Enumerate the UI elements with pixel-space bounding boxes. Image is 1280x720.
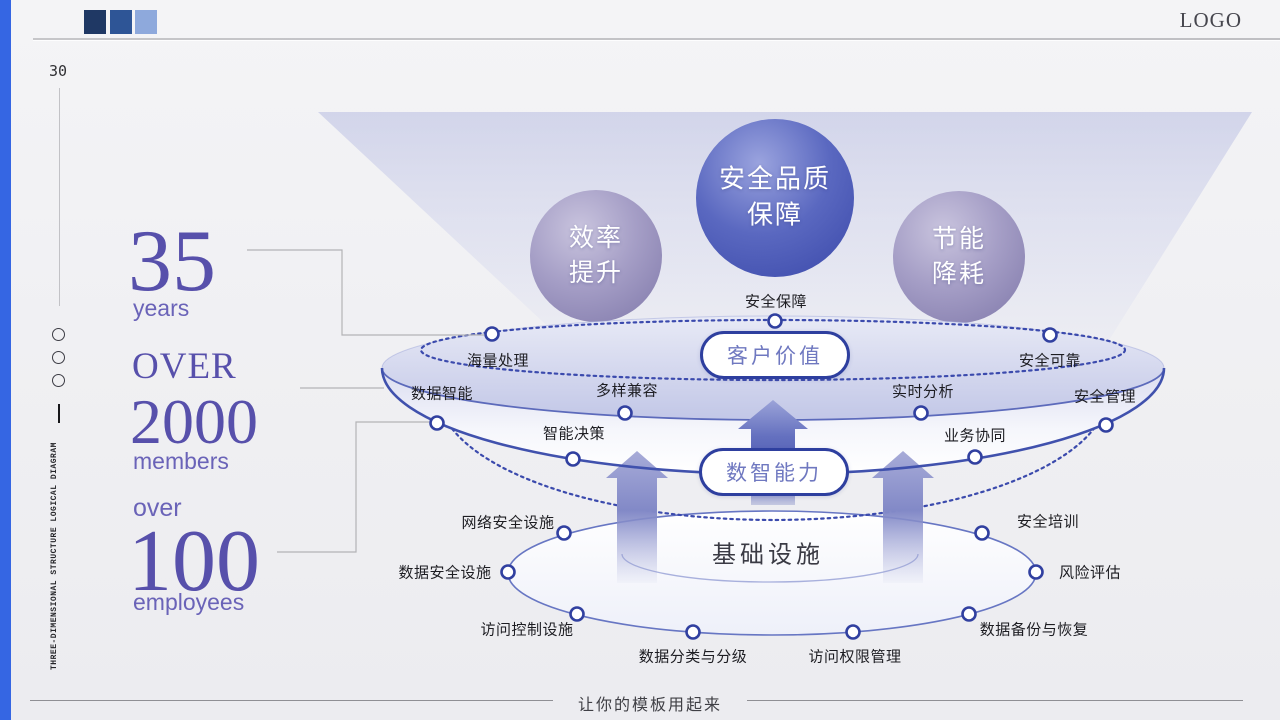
dotted-ring-lower	[443, 416, 1103, 522]
label-security-training: 安全培训	[1016, 513, 1080, 531]
label-backup-recovery: 数据备份与恢复	[979, 621, 1089, 639]
edge-accent-bar	[0, 0, 11, 720]
label-access-control: 访问控制设施	[480, 621, 574, 639]
stat-members-value: 2000	[130, 386, 258, 457]
node-data-intelligence	[429, 415, 445, 431]
node-business-collaboration	[967, 449, 983, 465]
base-disc	[507, 510, 1037, 636]
footer-line-left	[30, 700, 553, 701]
logo-text: LOGO	[1179, 8, 1242, 32]
stat-employees-prefix: over	[133, 494, 182, 522]
header-divider	[33, 38, 1280, 40]
pill-customer-value: 客户价值	[700, 331, 850, 379]
node-security-training	[974, 525, 990, 541]
label-smart-decision: 智能决策	[542, 425, 606, 443]
node-data-security	[500, 564, 516, 580]
sphere-energy	[893, 191, 1025, 323]
footer-caption: 让你的模板用起来	[577, 697, 723, 714]
label-security-guarantee: 安全保障	[744, 293, 808, 311]
stat-employees-unit: employees	[133, 589, 245, 615]
arrow-up-left	[606, 451, 668, 583]
stat-members-unit: members	[133, 448, 229, 474]
node-risk-assessment	[1028, 564, 1044, 580]
label-realtime-analysis: 实时分析	[891, 383, 955, 401]
node-backup-recovery	[961, 606, 977, 622]
sphere-efficiency-label: 效率 提升	[568, 224, 624, 287]
sphere-safety	[696, 119, 854, 277]
label-compatibility: 多样兼容	[595, 382, 659, 400]
label-mass-processing: 海量处理	[466, 352, 530, 370]
rail-dot-1	[52, 328, 65, 341]
label-business-collaboration: 业务协同	[943, 427, 1007, 445]
rail-dash	[58, 404, 60, 423]
page-number: 30	[49, 62, 68, 80]
ring-nodes	[429, 313, 1114, 640]
label-risk-assessment: 风险评估	[1058, 564, 1122, 582]
connector-years	[247, 249, 484, 336]
connector-employees	[277, 421, 429, 553]
stat-years-unit: years	[133, 295, 190, 321]
label-security-management: 安全管理	[1073, 388, 1137, 406]
stat-members-prefix: OVER	[132, 346, 237, 387]
sphere-energy-label: 节能 降耗	[931, 225, 987, 288]
rail-dot-2	[52, 351, 65, 364]
footer-line-right	[747, 700, 1243, 701]
label-data-security: 数据安全设施	[398, 564, 492, 582]
base-title: 基础设施	[712, 541, 824, 569]
node-safe-reliable	[1042, 327, 1058, 343]
sphere-efficiency	[530, 190, 662, 322]
label-data-intelligence: 数据智能	[410, 385, 474, 403]
logo-square-dark	[84, 10, 106, 34]
rail-dot-3	[52, 374, 65, 387]
node-compatibility	[617, 405, 633, 421]
node-smart-decision	[565, 451, 581, 467]
label-access-rights: 访问权限管理	[808, 648, 902, 666]
stat-years-value: 35	[128, 213, 216, 310]
node-access-control	[569, 606, 585, 622]
label-safe-reliable: 安全可靠	[1018, 352, 1082, 370]
node-security-management	[1098, 417, 1114, 433]
node-realtime-analysis	[913, 405, 929, 421]
sphere-safety-label: 安全品质 保障	[718, 163, 832, 230]
logo-square-light	[135, 10, 157, 34]
node-mass-processing	[484, 326, 500, 342]
node-network-security	[556, 525, 572, 541]
label-network-security: 网络安全设施	[461, 514, 555, 532]
arrow-up-right	[872, 451, 934, 583]
node-security-guarantee	[767, 313, 783, 329]
stat-employees-value: 100	[128, 513, 260, 610]
pill-digital-capability: 数智能力	[699, 448, 849, 496]
logo-square-mid	[110, 10, 132, 34]
node-data-classification	[685, 624, 701, 640]
label-data-classification: 数据分类与分级	[638, 648, 748, 666]
node-access-rights	[845, 624, 861, 640]
rail-line	[59, 88, 60, 306]
